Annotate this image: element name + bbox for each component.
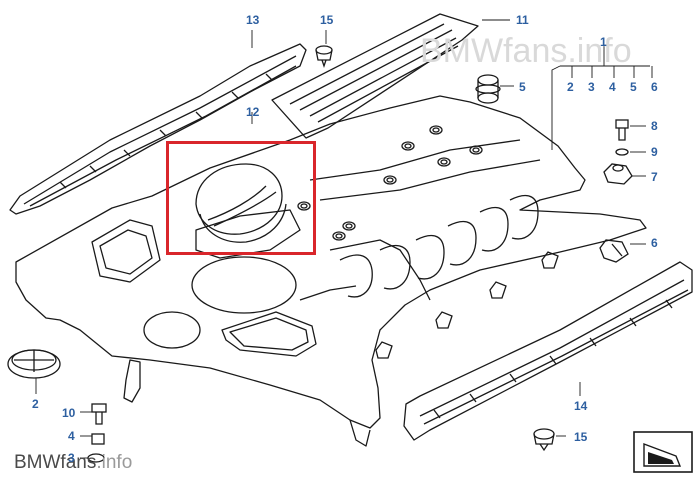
watermark-bottom-suffix: .info (96, 452, 133, 473)
callout-6-right[interactable]: 6 (651, 80, 658, 94)
callout-15-bottom[interactable]: 15 (574, 430, 588, 444)
leader-lines (35, 19, 653, 459)
callout-5-right[interactable]: 5 (630, 80, 637, 94)
callout-7[interactable]: 7 (651, 170, 658, 184)
top-cover-plate (271, 13, 479, 139)
highlight-box (166, 141, 316, 255)
part-screw-bottom (533, 428, 555, 452)
watermark-bottom: BMWfans.info (14, 452, 132, 474)
callout-9[interactable]: 9 (651, 145, 658, 159)
callout-4-right[interactable]: 4 (609, 80, 616, 94)
part-washer-9 (615, 148, 629, 156)
part-bolt-8 (615, 119, 629, 141)
callout-11[interactable]: 11 (516, 13, 529, 27)
callout-10[interactable]: 10 (62, 406, 76, 420)
engine-cover (15, 95, 647, 447)
callout-6-clip[interactable]: 6 (651, 236, 658, 250)
callout-4-left[interactable]: 4 (68, 429, 75, 443)
part-nut-4 (91, 433, 105, 445)
part-clip-6 (599, 239, 629, 263)
callout-14[interactable]: 14 (574, 399, 588, 413)
part-mount-7 (603, 163, 633, 185)
callout-15-top[interactable]: 15 (320, 13, 334, 27)
callout-2-left[interactable]: 2 (32, 397, 39, 411)
part-bolt-10 (91, 403, 107, 425)
right-cover-strip (403, 261, 693, 441)
part-screw-top (315, 45, 333, 69)
callout-5-grommet[interactable]: 5 (519, 80, 526, 94)
callout-1[interactable]: 1 (600, 35, 607, 49)
callout-8[interactable]: 8 (651, 119, 658, 133)
callout-3-right[interactable]: 3 (588, 80, 595, 94)
side-clips (375, 251, 559, 359)
watermark-top: BMWfans.info (420, 32, 632, 70)
oil-filler-cap (195, 163, 287, 243)
callout-13[interactable]: 13 (246, 13, 260, 27)
callout-3-left[interactable]: 3 (68, 451, 75, 465)
part-badge (7, 349, 61, 379)
part-grommet (475, 74, 501, 104)
watermark-bottom-main: BMWfans (14, 452, 97, 473)
callout-2-right[interactable]: 2 (567, 80, 574, 94)
callout-12[interactable]: 12 (246, 105, 260, 119)
left-cover-strip (9, 43, 307, 215)
navigation-arrow-icon[interactable] (633, 431, 693, 473)
